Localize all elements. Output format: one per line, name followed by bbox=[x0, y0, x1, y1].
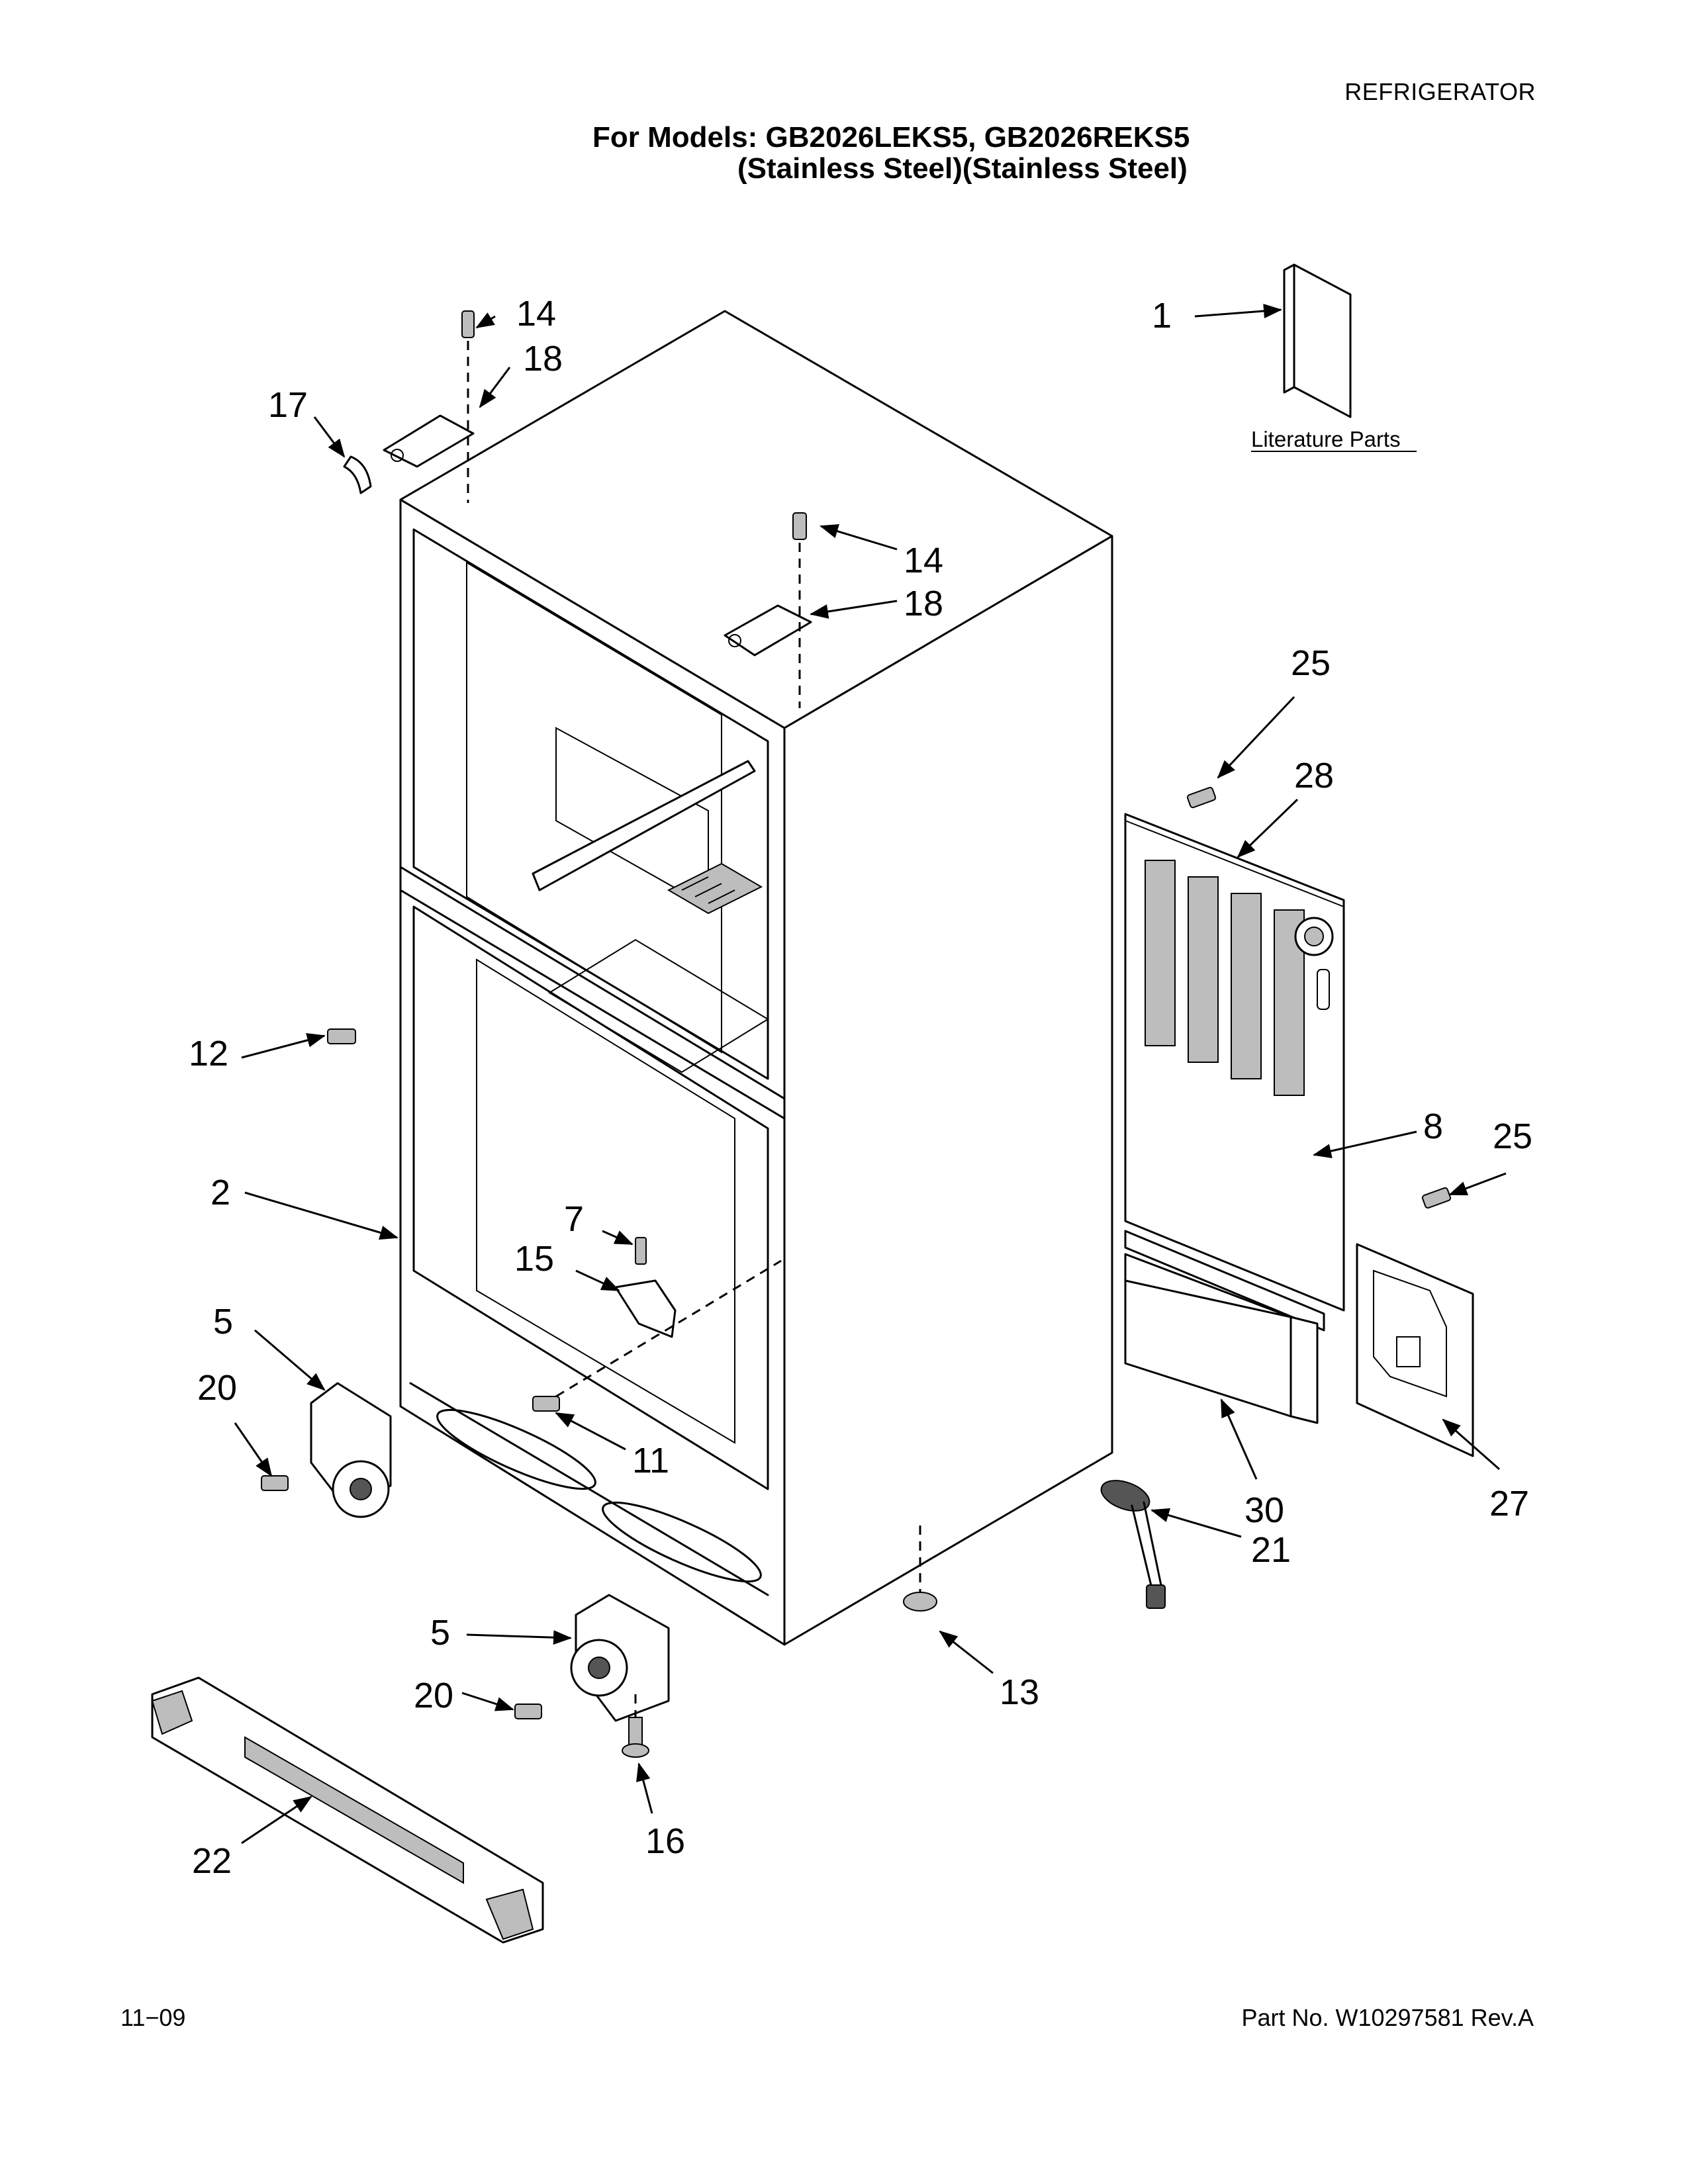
screw-icon bbox=[635, 1237, 647, 1265]
leader-lines bbox=[234, 304, 1507, 1844]
callout-13: 13 bbox=[1000, 1672, 1039, 1712]
callout-25a: 25 bbox=[1291, 643, 1331, 683]
callout-5: 5 bbox=[213, 1302, 233, 1342]
callout-22: 22 bbox=[192, 1841, 232, 1881]
callout-14b: 14 bbox=[904, 541, 943, 580]
top-hinge-right bbox=[724, 512, 812, 708]
callout-28: 28 bbox=[1294, 756, 1334, 796]
access-cover bbox=[1124, 813, 1345, 1312]
models-title: For Models: GB2026LEKS5, GB2026REKS5 bbox=[592, 121, 1190, 154]
callout-8: 8 bbox=[1423, 1107, 1443, 1146]
leveling-leg bbox=[1100, 1480, 1166, 1609]
cabinet bbox=[399, 310, 1113, 1646]
kick-plate-grille bbox=[151, 1676, 544, 1944]
callout-12: 12 bbox=[189, 1034, 228, 1073]
lower-front-openings bbox=[436, 1408, 762, 1583]
callout-20b: 20 bbox=[414, 1676, 453, 1715]
hinge-bracket bbox=[614, 1279, 677, 1338]
roller-left bbox=[310, 1382, 392, 1518]
part-number: Part No. W10297581 Rev.A bbox=[1241, 2004, 1534, 2031]
roller-right bbox=[570, 1594, 670, 1722]
callout-20a: 20 bbox=[197, 1368, 237, 1408]
callout-7: 7 bbox=[564, 1199, 584, 1239]
callout-30: 30 bbox=[1244, 1490, 1284, 1530]
callout-17: 17 bbox=[268, 385, 308, 425]
screw-icon bbox=[514, 1704, 542, 1719]
models-subtitle: (Stainless Steel)(Stainless Steel) bbox=[737, 152, 1188, 185]
trim-strip bbox=[1124, 1230, 1325, 1332]
callout-21: 21 bbox=[1251, 1530, 1291, 1570]
callout-5b: 5 bbox=[430, 1613, 450, 1653]
leveler-bolt bbox=[628, 1717, 643, 1748]
screw-icon bbox=[261, 1475, 289, 1491]
category-label: REFRIGERATOR bbox=[1344, 78, 1536, 105]
callout-18b: 18 bbox=[904, 584, 943, 623]
callout-11: 11 bbox=[632, 1441, 669, 1480]
callout-1: 1 bbox=[1152, 296, 1172, 336]
literature-book bbox=[1283, 263, 1352, 418]
screw-icon bbox=[532, 1396, 560, 1412]
screw-icon bbox=[327, 1028, 356, 1044]
callout-18a: 18 bbox=[523, 339, 563, 379]
top-hinge-left bbox=[343, 310, 475, 503]
literature-parts-label: Literature Parts bbox=[1251, 427, 1401, 451]
vent-louvers bbox=[1145, 860, 1305, 1096]
callout-16: 16 bbox=[645, 1821, 685, 1861]
bracket bbox=[1356, 1243, 1474, 1457]
screw-icon bbox=[1186, 786, 1217, 809]
callout-14a: 14 bbox=[516, 294, 556, 334]
foot-pad bbox=[903, 1592, 937, 1612]
callout-15: 15 bbox=[514, 1239, 554, 1279]
callout-27: 27 bbox=[1489, 1484, 1529, 1524]
screw-icon bbox=[1421, 1187, 1452, 1209]
revision-date: 11−09 bbox=[120, 2004, 186, 2031]
callout-25b: 25 bbox=[1493, 1116, 1532, 1156]
callout-2: 2 bbox=[211, 1173, 230, 1212]
